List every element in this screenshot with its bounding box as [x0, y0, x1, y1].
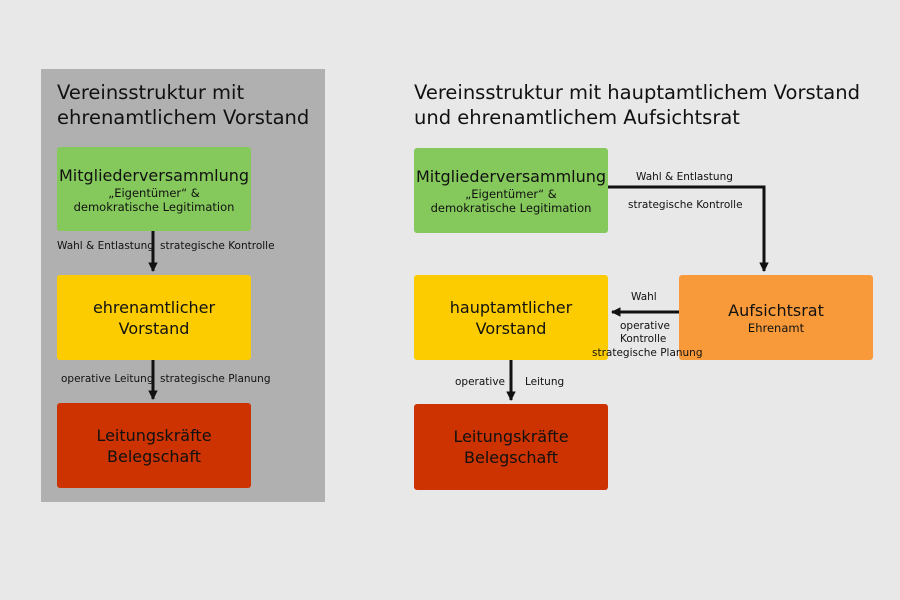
left-members-assembly-title: Mitgliederversammlung: [58, 165, 250, 185]
right-fulltime-board-line2: Vorstand: [475, 318, 547, 338]
right-members-assembly-owners: „Eigentümer“ &: [465, 187, 557, 201]
right-edge-supervisory-kontrolle-label: Kontrolle: [620, 333, 667, 345]
right-members-assembly-box: Mitgliederversammlung „Eigentümer“ & dem…: [414, 148, 608, 233]
left-edge2-left-label: operative Leitung: [61, 373, 154, 385]
left-diagram-title: Vereinsstruktur mit ehrenamtlichem Vorst…: [57, 81, 310, 129]
left-volunteer-board-box: ehrenamtlicher Vorstand: [57, 275, 251, 360]
left-staff-line2: Belegschaft: [107, 446, 201, 466]
right-members-assembly-legitimation: demokratische Legitimation: [430, 201, 592, 215]
supervisory-board-sub: Ehrenamt: [747, 321, 805, 335]
right-edge-staff-right-label: Leitung: [525, 376, 565, 388]
right-fulltime-board-box: hauptamtlicher Vorstand: [414, 275, 608, 360]
right-members-assembly-title: Mitgliederversammlung: [415, 167, 607, 186]
left-volunteer-board-line2: Vorstand: [118, 318, 190, 338]
right-arrow-members-to-supervisory: [608, 185, 769, 272]
left-edge1-right-label: strategische Kontrolle: [160, 240, 275, 252]
left-members-assembly-owners: „Eigentümer“ &: [108, 185, 200, 200]
right-staff-line2: Belegschaft: [464, 448, 558, 467]
left-volunteer-board-line1: ehrenamtlicher: [92, 297, 216, 317]
left-staff-line1: Leitungskräfte: [96, 425, 212, 445]
right-diagram-title: Vereinsstruktur mit hauptamtlichem Vorst…: [414, 81, 860, 129]
left-edge1-left-label: Wahl & Entlastung: [57, 240, 154, 252]
left-staff-box: Leitungskräfte Belegschaft: [57, 403, 251, 488]
right-edge-supervisory-planning-label: strategische Planung: [592, 347, 703, 359]
left-edge2-right-label: strategische Planung: [160, 373, 271, 385]
right-edge-supervisory-wahl-label: Wahl: [631, 291, 657, 303]
right-edge-supervisory-operative-label: operative: [620, 320, 671, 332]
left-members-assembly-box: Mitgliederversammlung „Eigentümer“ & dem…: [57, 147, 251, 231]
right-edge-members-top-label: Wahl & Entlastung: [636, 171, 733, 183]
left-members-assembly-legitimation: demokratische Legitimation: [73, 199, 235, 214]
right-staff-box: Leitungskräfte Belegschaft: [414, 404, 608, 490]
supervisory-board-title: Aufsichtsrat: [728, 301, 824, 320]
right-staff-line1: Leitungskräfte: [453, 427, 569, 446]
right-fulltime-board-line1: hauptamtlicher: [449, 297, 573, 317]
supervisory-board-box: Aufsichtsrat Ehrenamt: [679, 275, 873, 360]
right-edge-staff-left-label: operative: [455, 376, 506, 388]
right-edge-members-bottom-label: strategische Kontrolle: [628, 199, 743, 211]
